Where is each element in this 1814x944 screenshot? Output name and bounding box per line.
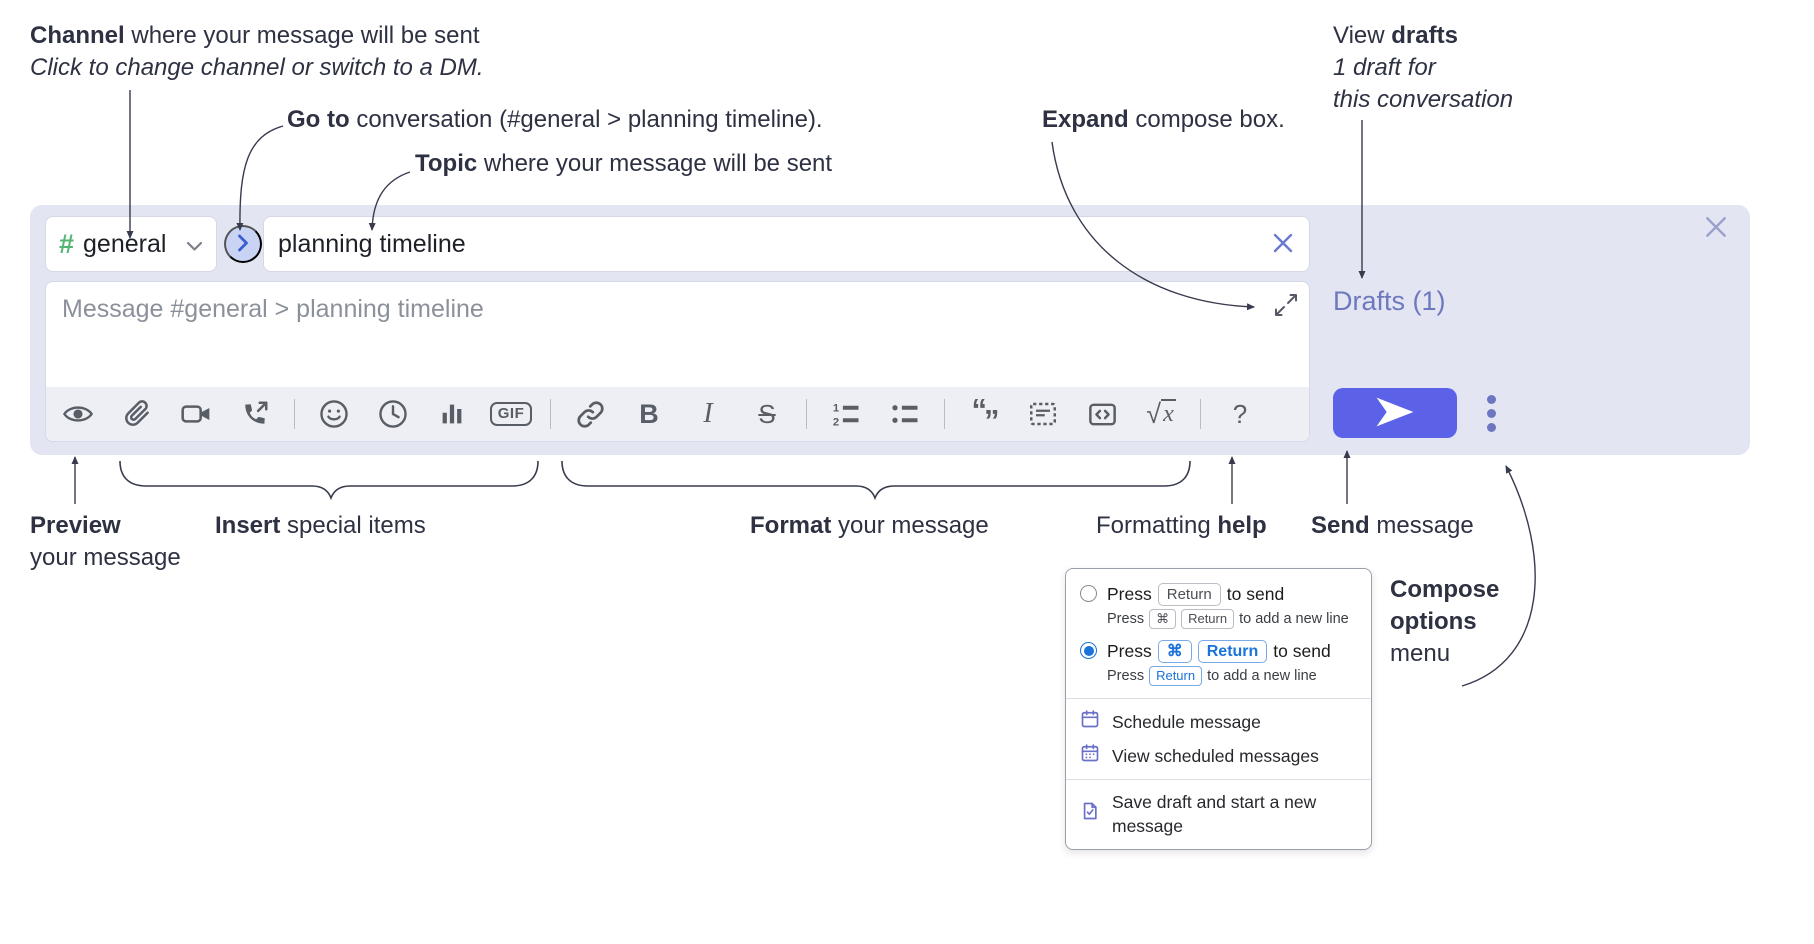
radio-unselected[interactable] <box>1080 585 1097 602</box>
send-annotation: Send message <box>1311 512 1474 539</box>
close-icon <box>1271 231 1295 258</box>
channel-annotation-italic: Click to change channel or switch to a D… <box>30 54 484 81</box>
topic-annotation: Topic where your message will be sent <box>415 150 833 177</box>
strikethrough-icon[interactable]: S <box>747 394 787 434</box>
cmd-enter-sends-option[interactable]: Press ⌘ Return to send <box>1066 635 1371 664</box>
message-box: GIF B I S 12 “” <box>45 281 1310 442</box>
return-key: Return <box>1181 609 1235 629</box>
channel-select-label: general <box>83 229 167 258</box>
poll-bar-chart-icon[interactable] <box>432 394 472 434</box>
drafts-link[interactable]: Drafts (1) <box>1333 286 1446 316</box>
toolbar-divider <box>944 399 945 429</box>
topic-input-wrap <box>263 216 1310 272</box>
toolbar-divider <box>550 399 551 429</box>
preview-eye-icon[interactable] <box>58 394 98 434</box>
math-latex-icon[interactable]: √x <box>1141 394 1181 434</box>
channel-hash-icon: # <box>59 228 75 259</box>
expand-diagonal-icon <box>1273 292 1299 321</box>
global-time-clock-icon[interactable] <box>373 394 413 434</box>
compose-box: # general <box>30 205 1750 455</box>
send-button[interactable] <box>1333 388 1457 438</box>
topic-clear-button[interactable] <box>1271 231 1295 258</box>
insert-annotation: Insert special items <box>215 512 426 539</box>
calendar-icon <box>1080 709 1100 735</box>
close-compose-button[interactable] <box>1702 213 1730 244</box>
popup-divider <box>1066 779 1371 780</box>
attach-paperclip-icon[interactable] <box>117 394 157 434</box>
bulleted-list-icon[interactable] <box>885 394 925 434</box>
message-input[interactable] <box>46 282 1263 386</box>
draft-document-check-icon <box>1080 801 1100 827</box>
preview-annotation: Preview your message <box>30 512 181 571</box>
format-annotation: Format your message <box>750 512 989 539</box>
enter-sends-option[interactable]: Press Return to send <box>1066 578 1371 607</box>
radio-selected[interactable] <box>1080 642 1097 659</box>
topic-input[interactable] <box>278 229 1271 259</box>
goto-conversation-button[interactable] <box>224 225 262 263</box>
toolbar-divider <box>294 399 295 429</box>
close-icon <box>1702 213 1730 244</box>
link-icon[interactable] <box>570 394 610 434</box>
formatting-help-icon[interactable]: ? <box>1220 394 1260 434</box>
channel-annotation-rest: where your message will be sent <box>124 22 480 49</box>
compose-options-popup: Press Return to send Press ⌘ Return to a… <box>1065 568 1372 850</box>
chevron-down-icon <box>186 230 203 259</box>
compose-options-menu-button[interactable] <box>1468 388 1514 438</box>
channel-annotation-bold: Channel <box>30 22 125 49</box>
return-key: Return <box>1157 582 1221 606</box>
cmd-key: ⌘ <box>1157 639 1192 663</box>
formatting-help-annotation: Formatting help <box>1096 512 1267 539</box>
return-key: Return <box>1149 666 1203 686</box>
send-plane-icon <box>1374 396 1416 431</box>
chevron-right-icon <box>237 234 249 255</box>
italic-icon[interactable]: I <box>688 394 728 434</box>
format-brace <box>561 460 1191 501</box>
goto-annotation: Go to conversation (#general > planning … <box>287 106 823 133</box>
spoiler-icon[interactable] <box>1023 394 1063 434</box>
svg-text:1: 1 <box>833 403 839 415</box>
view-scheduled-messages-item[interactable]: View scheduled messages <box>1066 739 1371 773</box>
dot <box>1486 422 1496 432</box>
gif-icon[interactable]: GIF <box>489 394 533 434</box>
cmd-key: ⌘ <box>1149 609 1177 629</box>
return-key: Return <box>1197 639 1268 663</box>
voice-call-icon[interactable] <box>235 394 275 434</box>
schedule-message-item[interactable]: Schedule message <box>1066 705 1371 739</box>
drafts-annotation: View drafts 1 draft for this conversatio… <box>1333 22 1514 113</box>
video-call-icon[interactable] <box>176 394 216 434</box>
compose-options-annotation: Compose options menu <box>1390 576 1500 667</box>
toolbar-divider <box>1200 399 1201 429</box>
code-icon[interactable] <box>1082 394 1122 434</box>
save-draft-new-message-item[interactable]: Save draft and start a new message <box>1066 786 1371 842</box>
toolbar-divider <box>806 399 807 429</box>
cmd-enter-sends-option-subtext: Press Return to add a new line <box>1107 666 1317 686</box>
channel-annotation: Channel where your message will be sent … <box>30 20 484 84</box>
emoji-icon[interactable] <box>314 394 354 434</box>
bold-icon[interactable]: B <box>629 394 669 434</box>
insert-brace <box>119 460 539 501</box>
expand-compose-button[interactable] <box>1273 292 1299 321</box>
enter-sends-option-subtext: Press ⌘ Return to add a new line <box>1107 609 1349 629</box>
popup-divider <box>1066 698 1371 699</box>
quote-icon[interactable]: “” <box>964 392 1004 438</box>
svg-text:2: 2 <box>833 416 839 428</box>
expand-annotation: Expand compose box. <box>1042 106 1285 133</box>
dot <box>1486 408 1496 418</box>
channel-select-button[interactable]: # general <box>45 216 217 272</box>
calendar-list-icon <box>1080 743 1100 769</box>
dot <box>1486 394 1496 404</box>
